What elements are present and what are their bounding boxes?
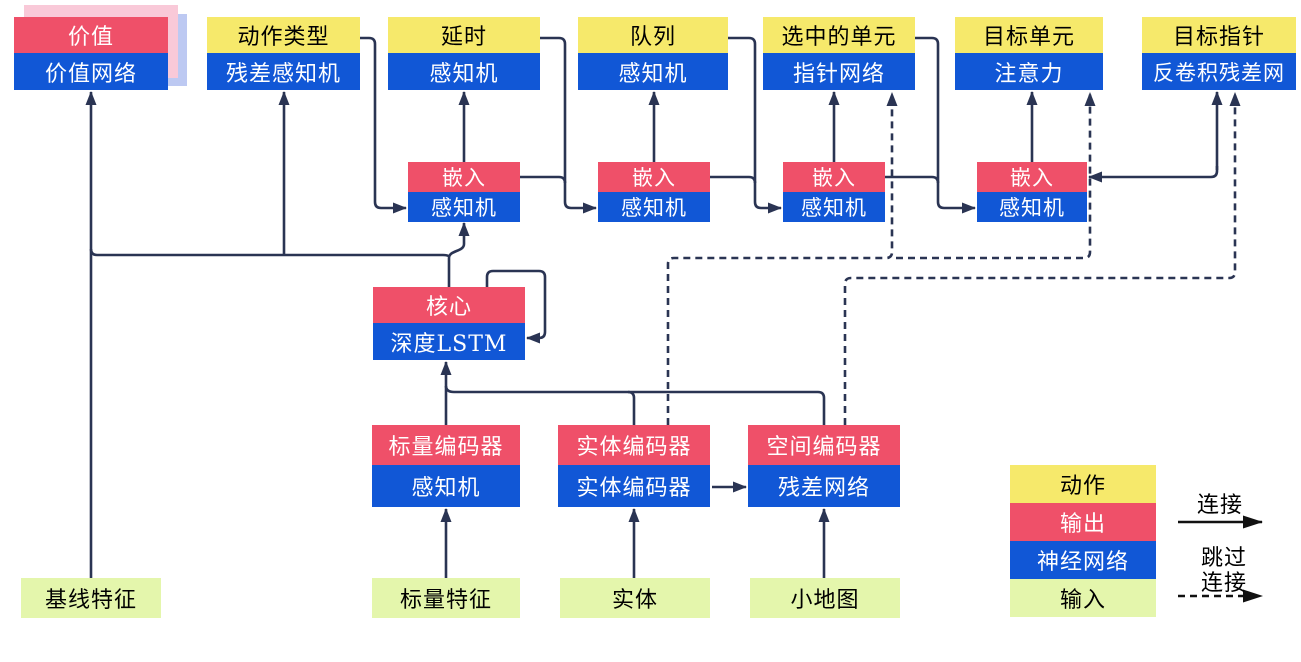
connector-core-branch-left bbox=[89, 248, 451, 258]
node-scalar-encoder: 标量编码器 感知机 bbox=[372, 425, 520, 507]
embed1-label: 嵌入 bbox=[408, 162, 520, 192]
connector-l-to-embed4 bbox=[1088, 166, 1219, 183]
entity-encoder-label: 实体编码器 bbox=[558, 425, 710, 465]
scalar-encoder-label: 标量编码器 bbox=[372, 425, 520, 465]
legend-arrows bbox=[1178, 515, 1263, 603]
scalar-features-label: 标量特征 bbox=[372, 578, 520, 618]
node-scalar-features: 标量特征 bbox=[372, 578, 520, 618]
legend-skip-connection-label-2: 连接 bbox=[1200, 571, 1247, 596]
node-target-unit: 目标单元 注意力 bbox=[955, 17, 1103, 90]
node-target-point: 目标指针 反卷积残差网 bbox=[1142, 17, 1296, 90]
node-embed-1: 嵌入 感知机 bbox=[408, 162, 520, 222]
core-label: 核心 bbox=[373, 287, 525, 323]
connector-selected-to-embed4 bbox=[915, 36, 976, 214]
skip-entity-to-pointer bbox=[666, 92, 898, 425]
spatial-encoder-label: 空间编码器 bbox=[748, 425, 900, 465]
selected-units-network-label: 指针网络 bbox=[763, 53, 915, 90]
node-embed-4: 嵌入 感知机 bbox=[977, 162, 1087, 222]
target-point-network-label: 反卷积残差网 bbox=[1142, 53, 1296, 90]
skip-spatial-to-target-point bbox=[843, 92, 1241, 425]
connector-embed1-exit bbox=[520, 175, 567, 184]
node-selected-units: 选中的单元 指针网络 bbox=[763, 17, 915, 90]
connector-delay-to-embed2 bbox=[540, 36, 597, 214]
embed2-label: 嵌入 bbox=[598, 162, 710, 192]
target-unit-label: 目标单元 bbox=[955, 17, 1103, 53]
connector-embed3-exit bbox=[885, 175, 940, 184]
node-embed-3: 嵌入 感知机 bbox=[783, 162, 885, 222]
node-value: 价值 价值网络 bbox=[14, 17, 168, 90]
node-embed-2: 嵌入 感知机 bbox=[598, 162, 710, 222]
legend-skip-connection-label-1: 跳过 bbox=[1200, 546, 1247, 571]
legend-output-label: 输出 bbox=[1010, 503, 1156, 541]
queue-network-label: 感知机 bbox=[578, 53, 728, 90]
selected-units-label: 选中的单元 bbox=[763, 17, 915, 53]
connector-action-type-to-embed1 bbox=[360, 36, 407, 214]
connector-embed2-exit bbox=[710, 175, 757, 184]
legend-solid-connection-label: 连接 bbox=[1196, 493, 1243, 518]
connector-queue-to-embed3 bbox=[728, 36, 782, 214]
delay-label: 延时 bbox=[388, 17, 540, 53]
baseline-features-label: 基线特征 bbox=[21, 578, 161, 618]
node-entities: 实体 bbox=[560, 578, 710, 618]
entity-encoder-network-label: 实体编码器 bbox=[558, 465, 710, 507]
embed3-label: 嵌入 bbox=[783, 162, 885, 192]
connector-core-self-loop bbox=[485, 269, 547, 344]
minimap-label: 小地图 bbox=[750, 578, 900, 618]
spatial-encoder-network-label: 残差网络 bbox=[748, 465, 900, 507]
node-minimap: 小地图 bbox=[750, 578, 900, 618]
action-type-network-label: 残差感知机 bbox=[207, 53, 360, 90]
connector-spatial-to-core bbox=[444, 385, 826, 425]
scalar-encoder-network-label: 感知机 bbox=[372, 465, 520, 507]
embed3-network-label: 感知机 bbox=[783, 192, 885, 222]
skip-connectors bbox=[666, 92, 1241, 425]
target-point-label: 目标指针 bbox=[1142, 17, 1296, 53]
skip-entity-to-attention bbox=[896, 92, 1096, 260]
entities-label: 实体 bbox=[560, 578, 710, 618]
legend-network-label: 神经网络 bbox=[1010, 541, 1156, 579]
node-delay: 延时 感知机 bbox=[388, 17, 540, 90]
node-entity-encoder: 实体编码器 实体编码器 bbox=[558, 425, 710, 507]
queue-label: 队列 bbox=[578, 17, 728, 53]
connector-core-to-embed1 bbox=[447, 222, 470, 287]
target-unit-network-label: 注意力 bbox=[955, 53, 1103, 90]
embed4-network-label: 感知机 bbox=[977, 192, 1087, 222]
node-queue: 队列 感知机 bbox=[578, 17, 728, 90]
value-output-label: 价值 bbox=[14, 17, 168, 53]
node-baseline-features: 基线特征 bbox=[21, 578, 161, 618]
solid-connectors bbox=[85, 36, 1223, 578]
embed2-network-label: 感知机 bbox=[598, 192, 710, 222]
legend-action-label: 动作 bbox=[1010, 465, 1156, 503]
node-core: 核心 深度LSTM bbox=[373, 287, 525, 360]
core-network-label: 深度LSTM bbox=[373, 323, 525, 360]
node-action-type: 动作类型 残差感知机 bbox=[207, 17, 360, 90]
action-type-label: 动作类型 bbox=[207, 17, 360, 53]
node-spatial-encoder: 空间编码器 残差网络 bbox=[748, 425, 900, 507]
connector-entity-to-core bbox=[627, 390, 636, 425]
legend-color-key: 动作 输出 神经网络 输入 bbox=[1010, 465, 1156, 617]
delay-network-label: 感知机 bbox=[388, 53, 540, 90]
value-network-label: 价值网络 bbox=[14, 53, 168, 90]
embed1-network-label: 感知机 bbox=[408, 192, 520, 222]
embed4-label: 嵌入 bbox=[977, 162, 1087, 192]
legend-input-label: 输入 bbox=[1010, 579, 1156, 617]
